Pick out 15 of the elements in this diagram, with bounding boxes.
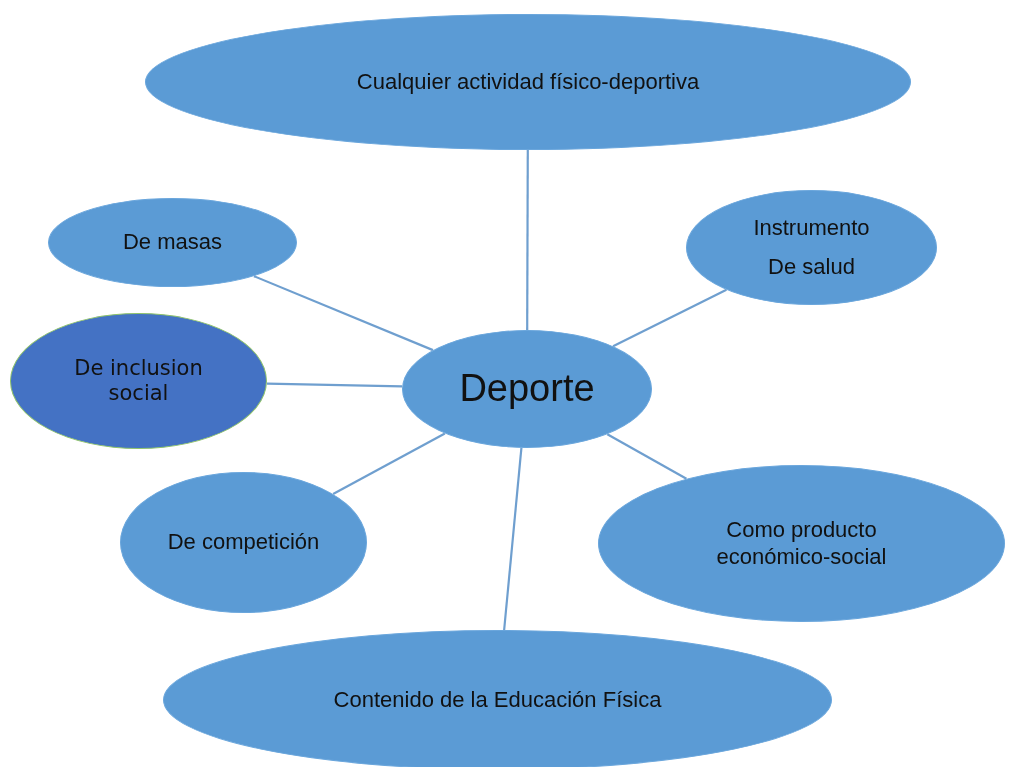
node-label: De competición (167, 529, 320, 556)
node-label: Cualquier actividad físico-deportiva (356, 68, 700, 96)
connector-line (526, 150, 529, 330)
connector-line (606, 433, 687, 480)
node-label: Deporte (459, 366, 595, 412)
connector-line (612, 288, 727, 348)
connector-line (253, 275, 434, 352)
connector-line (503, 447, 523, 631)
connector-line (266, 382, 403, 388)
node-label: De masas (122, 229, 222, 256)
connector-line (332, 432, 446, 495)
node-label: Contenido de la Educación Física (333, 686, 662, 714)
node-label: De inclusion social (73, 355, 204, 407)
node-label: Como producto económico-social (715, 517, 888, 570)
node-label: Instrumento De salud (752, 214, 871, 281)
